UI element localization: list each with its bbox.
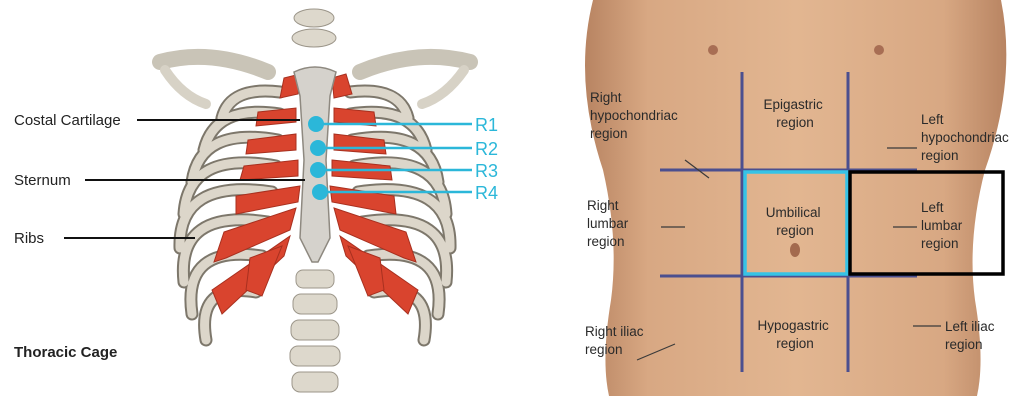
right-nipple [708,45,718,55]
r1-dot [308,116,324,132]
left-nipple [874,45,884,55]
r3-label: R3 [475,161,498,181]
abdominal-regions-panel: Right hypochondriac region Epigastric re… [565,0,1029,396]
thoracic-cage-panel: Costal Cartilage Sternum Ribs Thoracic C… [0,0,520,396]
right-clavicle [160,57,268,72]
lumbar-spine [290,270,340,392]
r4-label: R4 [475,183,498,203]
costal-cartilage-label: Costal Cartilage [14,112,121,129]
navel [790,243,800,257]
thoracic-cage-illustration: Costal Cartilage Sternum Ribs Thoracic C… [0,0,520,396]
abdominal-regions-illustration: Right hypochondriac region Epigastric re… [565,0,1029,396]
left-scapula [422,70,464,104]
r2-label: R2 [475,139,498,159]
r4-dot [312,184,328,200]
left-clavicle [360,57,470,72]
r3-dot [310,162,326,178]
ribs-label: Ribs [14,230,44,247]
sternum-label: Sternum [14,172,71,189]
thoracic-cage-caption: Thoracic Cage [14,344,117,361]
r2-dot [310,140,326,156]
cervical-spine [292,9,336,47]
r1-label: R1 [475,115,498,135]
right-scapula [165,70,206,104]
